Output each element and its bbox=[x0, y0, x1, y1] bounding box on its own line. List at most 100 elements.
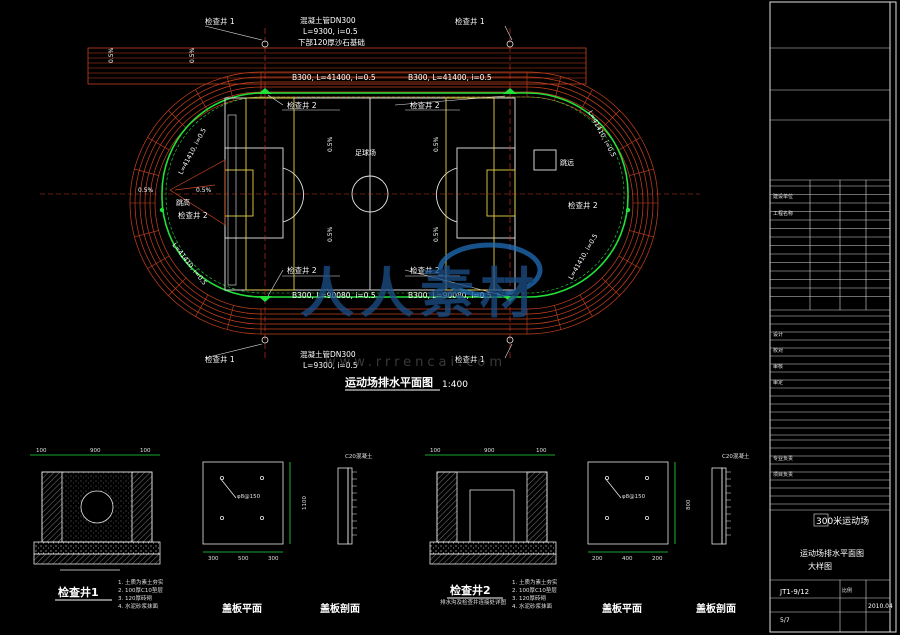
svg-text:100: 100 bbox=[140, 448, 151, 454]
svg-text:900: 900 bbox=[90, 448, 101, 454]
pipe-top-slope: L=9300, i=0.5 bbox=[303, 27, 358, 36]
well1-label-tl: 检查井 1 bbox=[205, 16, 235, 26]
cover-plan-1-title: 盖板平面 bbox=[222, 602, 262, 615]
well1-section bbox=[30, 454, 161, 571]
svg-text:100: 100 bbox=[430, 448, 441, 454]
cover-section-1-title: 盖板剖面 bbox=[320, 602, 360, 615]
svg-text:200: 200 bbox=[652, 556, 663, 562]
cover-plan-2 bbox=[587, 461, 676, 553]
well2-label-left: 检查井 2 bbox=[178, 210, 208, 220]
long-jump-pit bbox=[533, 149, 557, 171]
drain-top-left: B300, L=41400, i=0.5 bbox=[292, 73, 376, 82]
high-jump-area bbox=[169, 159, 226, 226]
drawing-frame bbox=[769, 1, 897, 633]
high-jump-label: 跳高 bbox=[176, 198, 190, 207]
cover-plan-2-title: 盖板平面 bbox=[602, 602, 642, 615]
tb-row-4: 审核 bbox=[773, 363, 783, 370]
tb-row-1: 工程名称 bbox=[773, 210, 793, 217]
plan-title: 运动场排水平面图 bbox=[345, 375, 433, 389]
svg-text:400: 400 bbox=[622, 556, 633, 562]
svg-text:800: 800 bbox=[686, 499, 692, 510]
svg-text:100: 100 bbox=[536, 448, 547, 454]
pipe-bottom-slope: L=9300, i=0.5 bbox=[303, 361, 358, 370]
curve-label-rb: L=41410, i=0.5 bbox=[567, 232, 600, 281]
slope-f: 0.5% bbox=[433, 226, 440, 242]
well-markers bbox=[261, 40, 514, 344]
svg-text:200: 200 bbox=[592, 556, 603, 562]
slope-a: 0.5% bbox=[108, 47, 115, 63]
svg-text:500: 500 bbox=[238, 556, 249, 562]
well2-notes-1: 2. 100厚C10垫层 bbox=[512, 586, 557, 594]
well2-label-br: 检查井 2 bbox=[410, 265, 440, 275]
curve-label-rt: L=41410, i=0.5 bbox=[586, 109, 617, 158]
well1-notes-0: 1. 土质为素土夯实 bbox=[118, 578, 164, 586]
track-plan bbox=[40, 25, 700, 360]
tb-scale: 比例 bbox=[842, 587, 852, 594]
cover-section-2-title: 盖板剖面 bbox=[696, 602, 736, 615]
tb-project: 300米运动场 bbox=[816, 515, 869, 527]
rebar-2: φ8@150 bbox=[622, 494, 646, 500]
drain-top-right: B300, L=41400, i=0.5 bbox=[408, 73, 492, 82]
well1-notes-2: 3. 120厚砖砌 bbox=[118, 594, 152, 602]
c20-label-1: C20混凝土 bbox=[345, 452, 373, 460]
slope-d: 0.5% bbox=[433, 136, 440, 152]
pipe-bottom-label: 混凝土管DN300 bbox=[300, 349, 356, 359]
well1-label-br: 检查井 1 bbox=[455, 354, 485, 364]
watermark-brand: 人人素材 bbox=[300, 262, 540, 325]
svg-text:1100: 1100 bbox=[302, 496, 308, 510]
pipe-top-note: 下部120厚沙石基础 bbox=[298, 37, 365, 47]
svg-text:300: 300 bbox=[268, 556, 279, 562]
slope-c: 0.5% bbox=[327, 136, 334, 152]
tb-date: 2010.04 bbox=[868, 603, 893, 610]
well1-notes-3: 4. 水泥砂浆抹面 bbox=[118, 602, 158, 610]
well2-notes-0: 1. 土质为素土夯实 bbox=[512, 578, 558, 586]
tb-row-7: 项目负责 bbox=[773, 471, 793, 478]
drain-channel bbox=[161, 92, 629, 298]
well2-notes-2: 3. 120厚砖砌 bbox=[512, 594, 546, 602]
well2-notes-3: 4. 水泥砂浆抹面 bbox=[512, 602, 552, 610]
well1-label-bl: 检查井 1 bbox=[205, 354, 235, 364]
well1-label-tr: 检查井 1 bbox=[455, 16, 485, 26]
well1-notes-1: 2. 100厚C10垫层 bbox=[118, 586, 163, 594]
tb-row-2: 设计 bbox=[773, 331, 783, 338]
slope-b: 0.5% bbox=[189, 47, 196, 63]
tb-row-6: 专业负责 bbox=[773, 455, 793, 462]
curve-label-lb: L=41410, i=0.5 bbox=[170, 241, 208, 286]
well2-sub: 排水沟及检查井连接处详图 bbox=[440, 598, 507, 606]
well2-title: 检查井2 bbox=[450, 583, 491, 597]
well2-label-right: 检查井 2 bbox=[568, 200, 598, 210]
cover-section-2 bbox=[711, 467, 731, 545]
long-jump-label: 跳远 bbox=[560, 158, 574, 167]
drain-bottom-left: B300, L=90080, i=0.5 bbox=[292, 291, 376, 300]
plan-scale: 1:400 bbox=[442, 380, 468, 390]
slope-h: 0.5% bbox=[138, 187, 154, 194]
field-label: 足球场 bbox=[355, 148, 376, 157]
c20-label-2: C20混凝土 bbox=[722, 452, 750, 460]
pipe-top-label: 混凝土管DN300 bbox=[300, 15, 356, 25]
tb-drawing-sub: 大样图 bbox=[808, 561, 832, 571]
svg-text:300: 300 bbox=[208, 556, 219, 562]
well2-label-tl: 检查井 2 bbox=[287, 100, 317, 110]
well1-title: 检查井1 bbox=[58, 585, 99, 599]
tb-drawing-name: 运动场排水平面图 bbox=[800, 548, 864, 558]
well2-label-tr: 检查井 2 bbox=[410, 100, 440, 110]
cover-plan-1 bbox=[202, 461, 291, 553]
tb-row-3: 校对 bbox=[773, 347, 783, 354]
rebar-1: φ8@150 bbox=[237, 494, 261, 500]
drain-bottom-right: B300, L=90080, i=0.5 bbox=[408, 291, 492, 300]
well2-label-bl: 检查井 2 bbox=[287, 265, 317, 275]
well2-section bbox=[425, 454, 557, 565]
title-block bbox=[770, 47, 890, 632]
cover-section-1 bbox=[337, 467, 357, 545]
tb-row-5: 审定 bbox=[773, 379, 783, 386]
slope-g: 0.5% bbox=[196, 187, 212, 194]
svg-text:100: 100 bbox=[36, 448, 47, 454]
tb-sheet: 5/7 bbox=[780, 617, 790, 624]
watermark-site: www.rrrencai.com bbox=[325, 355, 506, 370]
watermark: 人人素材 www.rrrencai.com bbox=[300, 242, 543, 370]
svg-text:900: 900 bbox=[484, 448, 495, 454]
tb-drawing-no: JT1-9/12 bbox=[779, 588, 809, 596]
slope-e: 0.5% bbox=[327, 226, 334, 242]
tb-row-0: 建设单位 bbox=[773, 193, 793, 200]
